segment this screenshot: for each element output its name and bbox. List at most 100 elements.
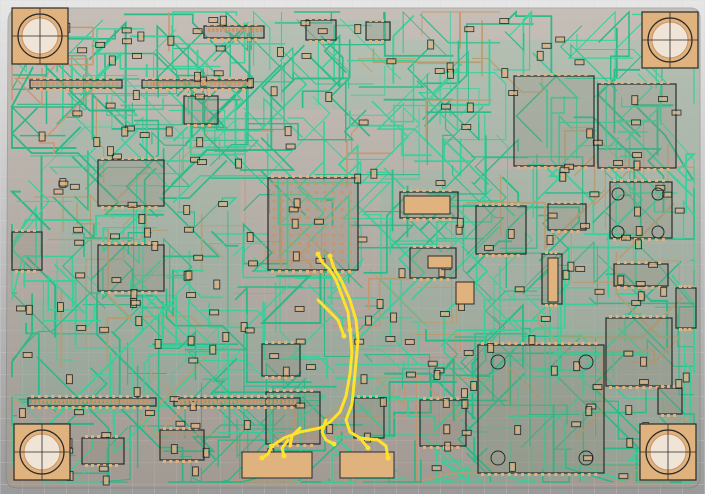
passive-component[interactable] (398, 268, 406, 279)
passive-component[interactable] (301, 53, 312, 59)
highlighted-via[interactable] (385, 455, 391, 461)
passive-component[interactable] (571, 421, 582, 428)
passive-component[interactable] (285, 143, 296, 150)
passive-component[interactable] (186, 292, 197, 299)
passive-component[interactable] (431, 465, 442, 472)
highlighted-trace[interactable] (358, 436, 390, 460)
ic-top-1[interactable] (365, 21, 391, 41)
passive-component[interactable] (439, 310, 450, 317)
passive-component[interactable] (130, 288, 138, 299)
passive-component[interactable] (555, 36, 566, 43)
ic-memory-1[interactable] (97, 159, 165, 207)
highlighted-trace[interactable] (288, 426, 302, 448)
passive-component[interactable] (69, 183, 80, 190)
ic-qfn-center[interactable] (475, 205, 527, 255)
passive-component[interactable] (102, 475, 110, 486)
passive-component[interactable] (634, 206, 641, 217)
passive-component[interactable] (456, 217, 464, 228)
passive-component[interactable] (633, 160, 641, 171)
passive-component[interactable] (617, 275, 625, 286)
passive-component[interactable] (57, 302, 64, 313)
passive-component[interactable] (635, 280, 646, 287)
passive-component[interactable] (185, 270, 193, 281)
mounting-hole-icon[interactable] (641, 11, 699, 69)
passive-component[interactable] (447, 68, 455, 79)
passive-component[interactable] (127, 201, 138, 208)
passive-component[interactable] (175, 420, 186, 427)
passive-component[interactable] (243, 420, 251, 431)
passive-component[interactable] (76, 324, 87, 331)
passive-component[interactable] (213, 279, 221, 290)
passive-component[interactable] (358, 119, 369, 126)
passive-component[interactable] (72, 110, 83, 117)
passive-component[interactable] (639, 379, 649, 385)
passive-component[interactable] (135, 316, 143, 327)
passive-component[interactable] (461, 124, 472, 130)
passive-component[interactable] (390, 312, 398, 323)
passive-component[interactable] (640, 356, 647, 367)
passive-component[interactable] (354, 173, 362, 184)
passive-component[interactable] (583, 455, 593, 462)
passive-component[interactable] (191, 466, 199, 477)
passive-component[interactable] (130, 299, 141, 306)
passive-component[interactable] (464, 26, 475, 33)
passive-component[interactable] (589, 191, 600, 198)
passive-component[interactable] (507, 228, 515, 239)
passive-component[interactable] (219, 15, 227, 26)
passive-component[interactable] (313, 218, 324, 225)
passive-component[interactable] (66, 374, 73, 385)
passive-component[interactable] (112, 153, 122, 160)
passive-component[interactable] (514, 425, 522, 436)
passive-component[interactable] (442, 398, 450, 408)
passive-component[interactable] (218, 201, 228, 208)
passive-component[interactable] (562, 269, 570, 280)
passive-component[interactable] (101, 431, 112, 438)
passive-component[interactable] (427, 39, 435, 50)
highlighted-via[interactable] (347, 327, 353, 333)
passive-component[interactable] (573, 361, 581, 372)
passive-component[interactable] (213, 70, 224, 77)
passive-component[interactable] (16, 305, 26, 312)
passive-component[interactable] (215, 45, 226, 52)
passive-component[interactable] (269, 353, 280, 360)
passive-component[interactable] (461, 399, 469, 410)
connector-usb[interactable] (159, 429, 205, 461)
passive-component[interactable] (660, 286, 668, 297)
passive-component[interactable] (483, 244, 494, 251)
highlighted-net[interactable] (259, 251, 391, 461)
passive-component[interactable] (105, 102, 116, 109)
passive-component[interactable] (202, 447, 210, 458)
passive-component[interactable] (466, 102, 474, 113)
passive-component[interactable] (586, 128, 594, 139)
large-pad[interactable] (427, 255, 453, 269)
passive-component[interactable] (625, 405, 633, 416)
passive-component[interactable] (282, 366, 290, 377)
ic-qfn-lower-right[interactable] (605, 317, 673, 387)
mounting-hole-icon[interactable] (13, 423, 71, 481)
passive-component[interactable] (19, 408, 26, 419)
passive-component[interactable] (594, 288, 605, 295)
passive-component[interactable] (151, 240, 159, 251)
connector-rj45[interactable] (477, 344, 605, 474)
connector-jst[interactable] (81, 437, 125, 465)
passive-component[interactable] (547, 212, 558, 219)
passive-component[interactable] (580, 222, 590, 229)
passive-component[interactable] (441, 103, 451, 110)
passive-component[interactable] (635, 239, 642, 250)
passive-component[interactable] (632, 152, 642, 159)
passive-component[interactable] (585, 406, 593, 417)
passive-component[interactable] (99, 326, 110, 333)
highlighted-via[interactable] (281, 453, 287, 459)
passive-component[interactable] (74, 409, 84, 416)
highlighted-trace[interactable] (280, 438, 290, 458)
passive-component[interactable] (144, 410, 155, 416)
passive-component[interactable] (461, 429, 472, 436)
passive-component[interactable] (536, 50, 544, 61)
passive-component[interactable] (108, 55, 116, 66)
passive-component[interactable] (169, 396, 180, 403)
passive-component[interactable] (295, 402, 306, 409)
passive-component[interactable] (674, 207, 685, 214)
passive-component[interactable] (194, 93, 205, 100)
connector-side-left[interactable] (11, 231, 43, 271)
passive-component[interactable] (246, 232, 254, 243)
